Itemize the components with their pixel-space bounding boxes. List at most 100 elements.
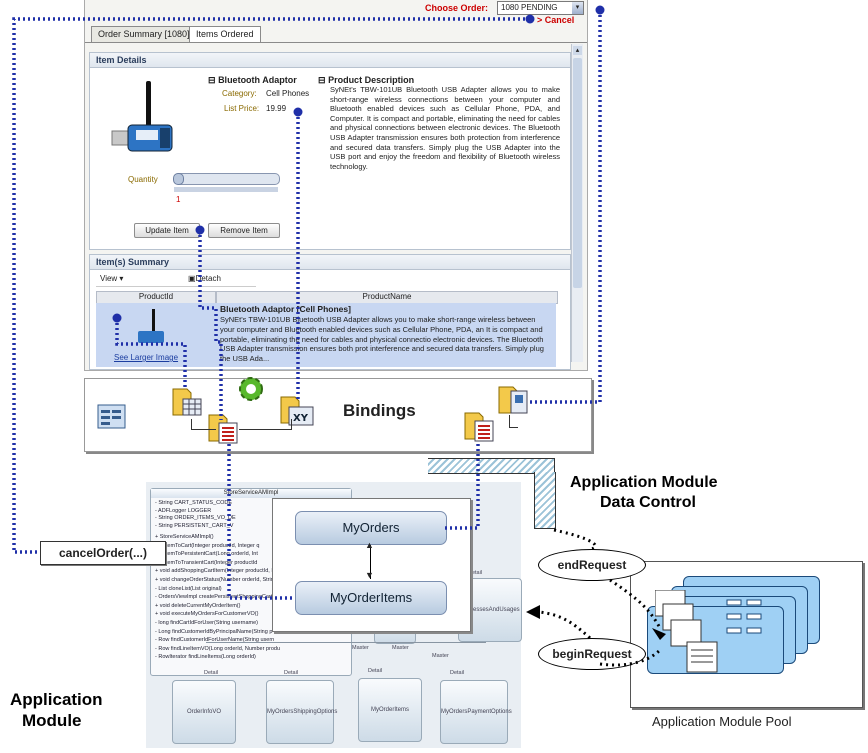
data-control-label-1: Application Module — [570, 474, 718, 491]
row-product-title: Bluetooth Adaptor [Cell Phones] — [220, 304, 351, 314]
quantity-label: Quantity — [128, 175, 158, 184]
uml-method: - Row findCustomerIdForUserName(String u… — [155, 637, 275, 644]
category-label: Category: — [222, 89, 257, 98]
slider-handle[interactable] — [173, 173, 184, 185]
gear-icon — [239, 377, 263, 401]
bindings-label: Bindings — [343, 401, 416, 420]
arrowhead-icon — [526, 605, 540, 619]
items-summary-header: Item(s) Summary — [90, 255, 570, 270]
uml-link-label: Detail — [368, 668, 383, 674]
description-title-text: Product Description — [328, 75, 415, 85]
description-title: ⊟ Product Description — [318, 75, 414, 85]
app-module-label-1: Application — [10, 690, 103, 709]
end-request-label: endRequest — [538, 549, 646, 581]
items-binding-connector — [227, 444, 294, 600]
view-object-panel: MyOrders MyOrderItems ▲ ▼ — [272, 498, 471, 632]
page-scrollbar[interactable]: ▴ — [571, 44, 583, 362]
uml-link-label: Detail — [468, 570, 483, 576]
uml-method: + ...ItemToTransientCart(Integer product… — [155, 559, 258, 566]
bluetooth-adapter-image — [111, 81, 173, 152]
uml-fields: - String CART_STATUS_CODE - ADFLogger LO… — [155, 500, 236, 530]
uml-method: - Row findLineItemVO(Long orderId, Numbe… — [155, 645, 281, 652]
connector-line — [191, 419, 216, 430]
quantity-value: 1 — [176, 195, 181, 204]
quantity-slider[interactable] — [173, 173, 280, 185]
uml-class-title: StoreServiceAMImpl — [151, 489, 351, 498]
store-screenshot: Choose Order: 1080 PENDING ▾ > Cancel Or… — [84, 0, 588, 371]
connector-dot — [112, 313, 122, 323]
slider-track — [174, 187, 278, 192]
tree-binding-icon — [172, 388, 202, 416]
collapse-icon[interactable]: ⊟ — [208, 75, 216, 85]
iterator-binding-icon — [464, 412, 494, 442]
data-control-label-2: Data Control — [600, 494, 696, 511]
choose-order-value: 1080 PENDING — [501, 3, 558, 12]
orders-binding-connector — [445, 444, 480, 530]
tab-divider — [85, 42, 587, 43]
cancel-link[interactable]: > Cancel — [537, 15, 575, 25]
uml-method: + void executeMyOrdersForCustomerVO() — [155, 611, 259, 618]
end-request-arrow — [609, 578, 662, 629]
connector-line — [239, 419, 292, 430]
product-thumbnail — [138, 309, 164, 343]
detach-button[interactable]: ▣Detach — [188, 274, 221, 284]
tab-items-ordered[interactable]: Items Ordered — [189, 26, 261, 42]
table-row[interactable]: See Larger Image Bluetooth Adaptor [Cell… — [96, 303, 556, 367]
uml-method: + ...ItemToCart(Integer productId, Integ… — [155, 542, 260, 549]
items-summary-panel: Item(s) Summary View ▾ ▣Detach ProductId… — [89, 254, 571, 370]
row-connector — [115, 318, 187, 390]
bindings-panel: XY Bindings — [84, 377, 592, 452]
detach-icon: ▣ — [188, 274, 196, 283]
uml-methods: + StoreServiceAMImpl() + ...ItemToCart(I… — [155, 533, 280, 662]
uml-method: - RowIterator findLineItems(Long orderId… — [155, 654, 256, 661]
product-name: ⊟ Bluetooth Adaptor — [208, 75, 297, 85]
uml-method: + ...ItemToPersistentCart(Long orderId, … — [155, 551, 258, 558]
arrow-down-icon: ▼ — [365, 570, 374, 580]
uml-method: + void changeOrderStatus(Number orderId,… — [155, 576, 277, 583]
myorderitems-node: MyOrderItems — [295, 581, 447, 615]
collapse-icon[interactable]: ⊟ — [318, 75, 326, 85]
vo-link-line — [370, 545, 371, 579]
data-control-connector — [428, 458, 556, 529]
view-menu-label: View — [100, 274, 118, 283]
update-connector — [198, 230, 223, 420]
myorders-node: MyOrders — [295, 511, 447, 545]
arrow-up-icon: ▲ — [365, 540, 374, 550]
uml-method: + StoreServiceAMImpl() — [155, 534, 214, 540]
scroll-up-icon[interactable]: ▴ — [573, 46, 582, 55]
uml-field: - String CART_STATUS_CODE — [155, 500, 233, 506]
see-larger-image-link[interactable]: See Larger Image — [114, 353, 179, 362]
remove-item-button[interactable]: Remove Item — [208, 223, 280, 238]
choose-order-label: Choose Order: — [425, 3, 489, 13]
price-label: List Price: — [224, 104, 260, 113]
cancel-order-method: cancelOrder(...) — [40, 541, 166, 565]
product-description: SyNEt's TBW-101UB Bluetooth USB Adapter … — [330, 85, 560, 171]
choose-order-connector — [530, 10, 602, 404]
arrowhead-icon — [652, 628, 666, 640]
uml-link-label: Master — [432, 653, 449, 659]
pool-forms-icon — [655, 590, 762, 673]
cancel-link-connector — [12, 17, 530, 554]
attribute-binding-icon: XY — [280, 396, 314, 426]
begin-request-label: beginRequest — [538, 638, 646, 670]
uml-link-label: Detail — [450, 670, 465, 676]
view-menu[interactable]: View ▾ — [100, 274, 124, 283]
choose-order-select[interactable]: 1080 PENDING ▾ — [497, 1, 584, 15]
uml-link-label: Master — [392, 645, 409, 651]
uml-link-label: Master — [352, 645, 369, 651]
begin-request-arrow — [539, 610, 592, 640]
connector-dot — [595, 5, 605, 15]
uml-connectors — [206, 642, 486, 681]
begin-request-arrow — [599, 648, 662, 667]
scroll-thumb[interactable] — [573, 58, 582, 288]
uml-field: - String ORDER_ITEMS_VO_DE — [155, 515, 236, 521]
product-name-text: Bluetooth Adaptor — [218, 75, 297, 85]
chevron-down-icon[interactable]: ▾ — [572, 2, 583, 14]
uml-bottom-box: MyOrdersShippingOptions — [266, 680, 337, 744]
row-product-text: SyNEt's TBW-101UB Bluetooth USB Adapter … — [220, 315, 544, 364]
detach-label: Detach — [195, 274, 221, 283]
svg-text:XY: XY — [293, 413, 309, 424]
list-binding-icon — [208, 414, 238, 444]
summary-toolbar: View ▾ ▣Detach — [96, 273, 256, 287]
